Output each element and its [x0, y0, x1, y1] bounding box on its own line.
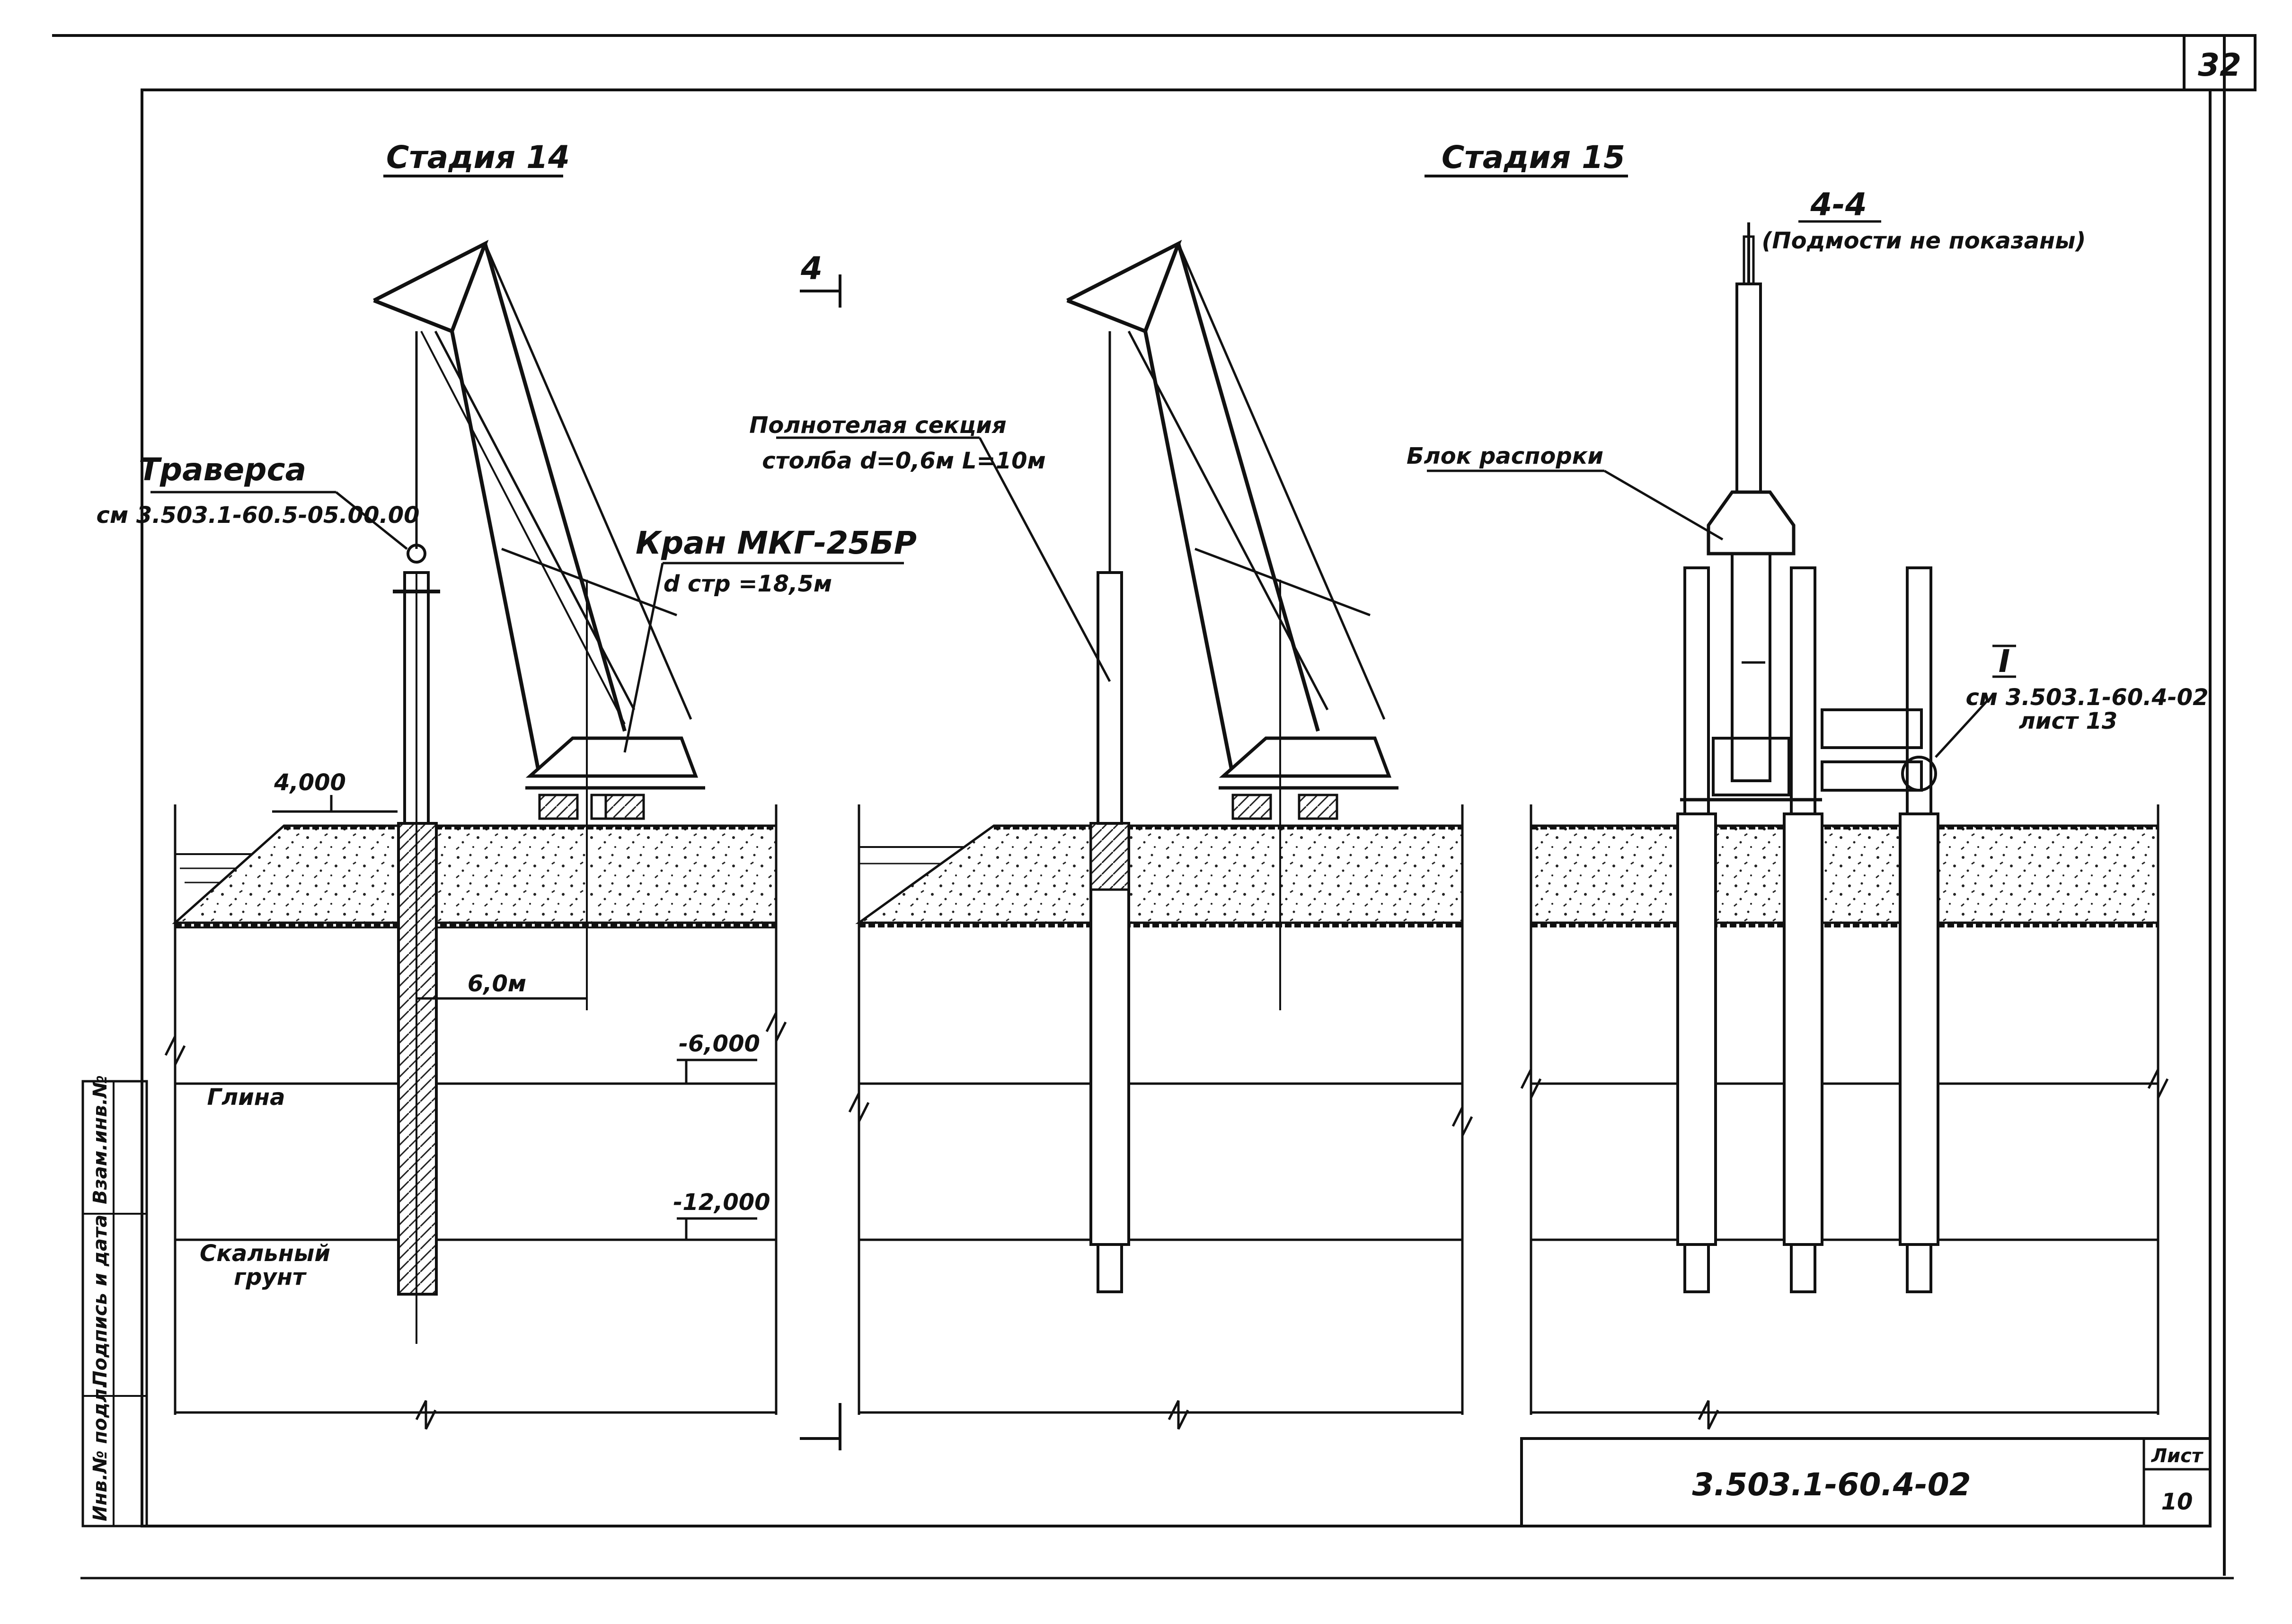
section-title: 4-4 [1810, 186, 1867, 223]
soil-rock-1: Скальный [200, 1240, 330, 1267]
stage-15-pile [1089, 331, 1130, 1293]
section-4-4-piles [1676, 222, 1939, 1293]
section-marker-label: 4 [800, 250, 823, 287]
section-mark-top [800, 274, 841, 1450]
title-block [1520, 1437, 2212, 1527]
stage-15-ground [848, 804, 1473, 1430]
elevation-low: -12,000 [673, 1189, 770, 1216]
soil-rock-2: грунт [234, 1264, 307, 1290]
side-stamp [81, 1080, 148, 1527]
traverse-label: Траверса [139, 451, 306, 488]
spacer-block-label: Блок распорки [1407, 443, 1603, 469]
elevation-top: 4,000 [274, 769, 346, 796]
solid-section-line-1: Полнотелая секция [749, 412, 1007, 439]
distance-label: 6,0м [468, 971, 526, 997]
section-note: (Подмости не показаны) [1761, 228, 2086, 254]
traverse-ref: см 3.503.1-60.5-05.00.00 [97, 502, 420, 529]
crane-label: Кран МКГ-25БР [636, 525, 917, 561]
detail-mark: I [1999, 643, 2010, 680]
drawing-code: 3.503.1-60.4-02 [1692, 1466, 1971, 1503]
stage-14-pile [393, 544, 440, 1344]
stamp-original-inv: Инв.№ подл. [89, 1381, 111, 1521]
detail-ref-line-1: см 3.503.1-60.4-02 [1966, 684, 2209, 711]
stage-14-title: Стадия 14 [386, 139, 570, 176]
section-4-4-ground [1520, 804, 2169, 1430]
sheet-label: Лист [2151, 1445, 2204, 1467]
elevation-mid: -6,000 [679, 1031, 760, 1057]
detail-ref-line-2: лист 13 [2019, 708, 2118, 734]
stamp-replacement-inv: Взам.инв.№ [89, 1075, 111, 1204]
corner-sheet-number: 32 [2198, 47, 2241, 83]
stamp-signature-date: Подпись и дата [89, 1215, 111, 1386]
soil-clay: Глина [207, 1084, 285, 1111]
stage-14-crane [373, 239, 705, 1010]
sheet-frame [52, 34, 2257, 1580]
stage-15-crane [1066, 239, 1398, 1010]
sheet-number: 10 [2161, 1489, 2193, 1515]
stage-15-title: Стадия 15 [1442, 139, 1625, 176]
stage-14-ground [164, 804, 787, 1430]
solid-section-line-2: столба d=0,6м L=10м [762, 448, 1045, 474]
crane-reach: d стр =18,5м [664, 571, 832, 597]
